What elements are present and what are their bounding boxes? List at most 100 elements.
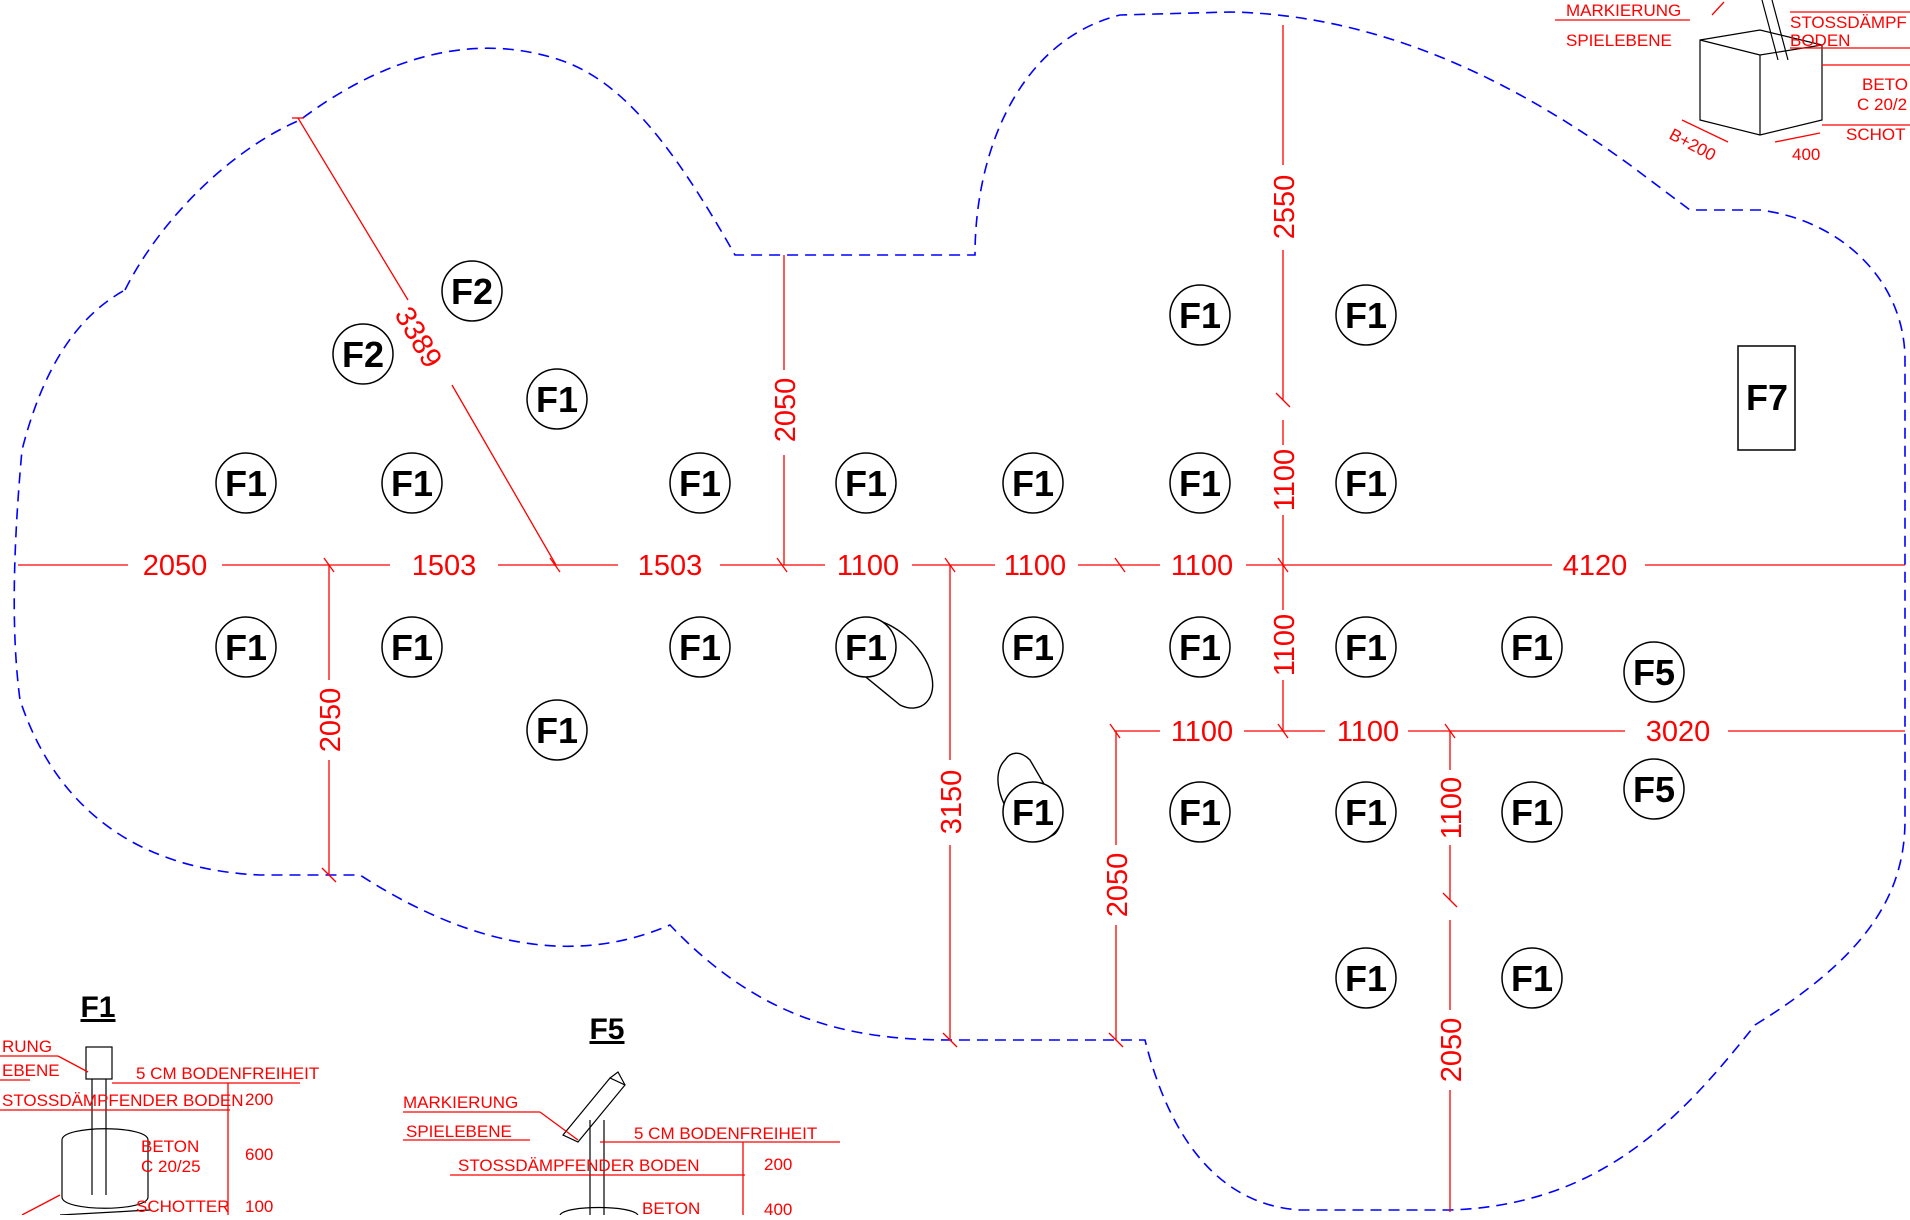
marker-f1: F1 [1501, 616, 1563, 678]
label-width: B+200 [1666, 125, 1719, 165]
marker-circle [669, 616, 731, 678]
marker-label-f1: F1 [679, 627, 721, 668]
marker-label-f1: F1 [391, 627, 433, 668]
f1-label-schotter: SCHOTTER [136, 1197, 230, 1215]
marker-label-f1: F1 [1012, 792, 1054, 833]
marker-circle [381, 616, 443, 678]
f5-label-spielebene: SPIELEBENE [406, 1122, 512, 1141]
marker-circle [1501, 616, 1563, 678]
marker-circle [669, 452, 731, 514]
marker-label-f1: F1 [1511, 792, 1553, 833]
marker-circle [526, 699, 588, 761]
marker-f5: F5 [1623, 641, 1685, 703]
dim-text: 1100 [1269, 449, 1301, 511]
marker-f1: F1 [1169, 616, 1231, 678]
label-spielebene: SPIELEBENE [1566, 31, 1672, 50]
f5-value-beton: 400 [764, 1200, 792, 1215]
marker-f1: F1 [1169, 452, 1231, 514]
marker-f1: F1 [215, 616, 277, 678]
marker-circle [332, 323, 394, 385]
dim-text: 3020 [1646, 716, 1711, 748]
f1-label-markierung: RUNG [2, 1037, 52, 1056]
marker-label-f1: F1 [1345, 958, 1387, 999]
dim-text: 2050 [1102, 853, 1134, 918]
marker-label-f1: F1 [845, 627, 887, 668]
marker-circle [526, 368, 588, 430]
marker-f1: F1 [1169, 284, 1231, 346]
f7-box [1737, 345, 1796, 451]
f5-label-freiheit: 5 CM BODENFREIHEIT [634, 1124, 817, 1143]
detail-top-right: MARKIERUNG SPIELEBENE STOSSDÄMPF BODEN B… [1555, 0, 1910, 165]
marker-f2: F2 [441, 260, 503, 322]
marker-f1: F1 [835, 452, 897, 514]
marker-circle [835, 616, 897, 678]
f1-label-boden: STOSSDÄMPFENDER BODEN [2, 1091, 244, 1110]
dim-text: 1503 [638, 550, 703, 582]
marker-label-f1: F1 [679, 463, 721, 504]
detail-f5-title: F5 [589, 1013, 624, 1046]
marker-circle [1335, 284, 1397, 346]
f1-label-beton-class: C 20/25 [141, 1157, 201, 1176]
marker-circle [1335, 616, 1397, 678]
f1-label-freiheit: 5 CM BODENFREIHEIT [136, 1064, 319, 1083]
detail-f1-title: F1 [80, 991, 115, 1024]
marker-circle [1501, 947, 1563, 1009]
dimension-lines [18, 25, 1905, 1212]
marker-circle [1002, 616, 1064, 678]
marker-label-f1: F1 [1179, 295, 1221, 336]
marker-f1: F1 [1335, 781, 1397, 843]
play-area-boundary [13, 11, 1906, 1211]
marker-f1: F1 [1335, 452, 1397, 514]
marker-f5: F5 [1623, 758, 1685, 820]
marker-label-f5: F5 [1633, 769, 1675, 810]
f5-label-markierung: MARKIERUNG [403, 1093, 518, 1112]
marker-circle [1335, 781, 1397, 843]
marker-label-f5: F5 [1633, 652, 1675, 693]
label-schotter: SCHOT [1846, 125, 1906, 144]
f1-label-beton: BETON [141, 1137, 199, 1156]
marker-label-f2: F2 [451, 271, 493, 312]
marker-f1: F1 [669, 616, 731, 678]
f1-value-beton: 600 [245, 1145, 273, 1164]
f1-label-spielebene: EBENE [2, 1061, 60, 1080]
marker-f1: F1 [1335, 947, 1397, 1009]
marker-label-f1: F1 [1179, 463, 1221, 504]
marker-f1: F1 [1002, 616, 1064, 678]
marker-circle [1501, 781, 1563, 843]
marker-label-f1: F1 [1179, 792, 1221, 833]
marker-circle [1335, 947, 1397, 1009]
marker-circle [381, 452, 443, 514]
marker-f1: F1 [1002, 781, 1064, 843]
marker-label-f1: F1 [1012, 627, 1054, 668]
label-depth: 400 [1792, 145, 1820, 164]
marker-circle [1335, 452, 1397, 514]
dim-text: 1100 [837, 550, 899, 582]
marker-circle [835, 452, 897, 514]
marker-circle [1169, 284, 1231, 346]
marker-label-f1: F1 [1345, 627, 1387, 668]
f5-value-boden: 200 [764, 1155, 792, 1174]
dim-text: 4120 [1563, 550, 1628, 582]
marker-label-f1: F1 [1511, 627, 1553, 668]
dim-text: 2050 [143, 550, 208, 582]
marker-label-f1: F1 [1345, 295, 1387, 336]
f5-label-boden: STOSSDÄMPFENDER BODEN [458, 1156, 700, 1175]
marker-f1: F1 [1169, 781, 1231, 843]
detail-f1: F1 RUNG EBENE 5 CM BODENFREIHEIT STOSSDÄ… [0, 991, 319, 1216]
label-beton: BETO [1862, 75, 1908, 94]
f1-value-schotter: 100 [245, 1197, 273, 1215]
marker-label-f1: F1 [391, 463, 433, 504]
marker-label-f1: F1 [1345, 463, 1387, 504]
dim-text: 2050 [315, 688, 347, 753]
dim-text: 1100 [1004, 550, 1066, 582]
marker-label-f1: F1 [536, 379, 578, 420]
label-boden: BODEN [1790, 31, 1850, 50]
marker-circle [1623, 641, 1685, 703]
marker-circle [1169, 781, 1231, 843]
detail-f5: F5 MARKIERUNG SPIELEBENE 5 CM BODENFREIH… [403, 1013, 840, 1219]
label-beton-class: C 20/2 [1857, 95, 1907, 114]
marker-circle [441, 260, 503, 322]
